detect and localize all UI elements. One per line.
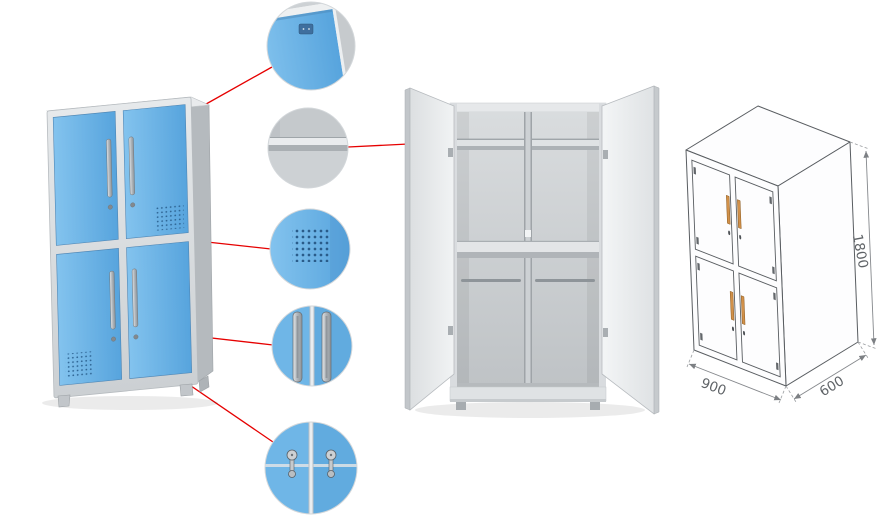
height-dimension: 1800	[849, 141, 878, 350]
cabinet-foot	[590, 402, 600, 410]
callout-cam-latch-detail	[264, 421, 358, 515]
door-lock-knob	[111, 336, 116, 342]
cabinet-door-bottom-right	[126, 241, 193, 379]
open-left-door	[404, 87, 455, 411]
callout-top-corner-hinge-detail	[266, 1, 356, 91]
cam-latch	[286, 449, 298, 478]
sketch-hinge-mark	[773, 292, 776, 301]
sketch-keyhole	[739, 234, 742, 240]
cabinet-door-top-left	[52, 111, 119, 246]
vent-perforations	[292, 228, 330, 262]
cabinet-front-face	[46, 96, 199, 399]
vent-perforations	[155, 203, 185, 231]
vent-perforations	[64, 351, 94, 378]
door-hinge	[448, 148, 453, 157]
sketch-keyhole	[743, 330, 746, 336]
cabinet-foot	[57, 394, 71, 408]
cabinet-shadow	[415, 402, 645, 418]
door-hinge	[448, 326, 453, 335]
sketch-hinge-mark	[693, 166, 697, 175]
hinge-bracket	[298, 23, 314, 35]
sketch-hinge-mark	[776, 362, 779, 371]
sketch-door-handle	[737, 200, 741, 229]
cam-latch	[325, 449, 337, 478]
sketch-hinge-mark	[696, 236, 699, 245]
cabinet-door-bottom-left	[56, 248, 123, 386]
callout-connector-line	[198, 66, 273, 109]
sketch-front-details	[692, 160, 780, 377]
sketch-hinge-mark	[700, 332, 703, 341]
open-right-door	[601, 85, 660, 415]
door-handle	[109, 270, 116, 330]
hanging-rod	[535, 279, 595, 282]
divider-catch-plate	[525, 230, 531, 237]
door-handle	[106, 138, 113, 198]
cabinet-foot	[456, 402, 466, 410]
sketch-keyhole	[731, 326, 735, 332]
carcass-top-panel	[449, 102, 607, 113]
sketch-door-handle	[741, 296, 745, 325]
base-plinth	[449, 386, 607, 402]
cabinet-foot	[179, 383, 194, 397]
door-lock-knob	[130, 202, 136, 208]
sketch-door-handle	[726, 195, 730, 224]
callout-connector-line	[206, 241, 272, 250]
sketch-door-bottom-left	[696, 256, 737, 360]
door-hinge	[603, 328, 608, 337]
sketch-hinge-mark	[769, 196, 772, 205]
sketch-hinge-mark	[772, 266, 775, 275]
open-cabinet-render	[404, 85, 660, 418]
sketch-side-face	[777, 141, 859, 387]
sketch-front-face	[685, 149, 787, 387]
depth-dimension-label: 600	[817, 373, 847, 400]
closed-cabinet-render	[42, 96, 218, 410]
sketch-door-top-right	[735, 177, 776, 281]
callout-door-edge-stiffener-detail	[271, 305, 353, 387]
width-dimension-label: 900	[699, 375, 729, 399]
dimension-sketch: 1800 900 600	[685, 105, 878, 404]
door-handle	[128, 136, 135, 196]
sketch-door-top-left	[692, 160, 733, 264]
sketch-door-handle	[730, 291, 734, 320]
door-hinge	[603, 150, 608, 159]
height-dimension-label: 1800	[849, 233, 871, 270]
cabinet-foot	[198, 375, 210, 393]
shelf-front-edge	[268, 138, 348, 145]
callout-interior-shelf-detail	[267, 107, 349, 189]
door-gap	[308, 422, 314, 514]
door-gap	[309, 306, 315, 386]
door-lock-knob	[107, 204, 113, 210]
door-lock-knob	[133, 334, 139, 340]
callout-ventilation-holes-detail	[269, 208, 351, 290]
interior-middle-shelf	[457, 242, 599, 252]
door-handle	[131, 268, 139, 328]
hanging-rod	[461, 279, 521, 282]
cabinet-shadow	[42, 396, 218, 410]
sketch-hinge-mark	[697, 262, 700, 271]
sketch-keyhole	[728, 230, 731, 236]
